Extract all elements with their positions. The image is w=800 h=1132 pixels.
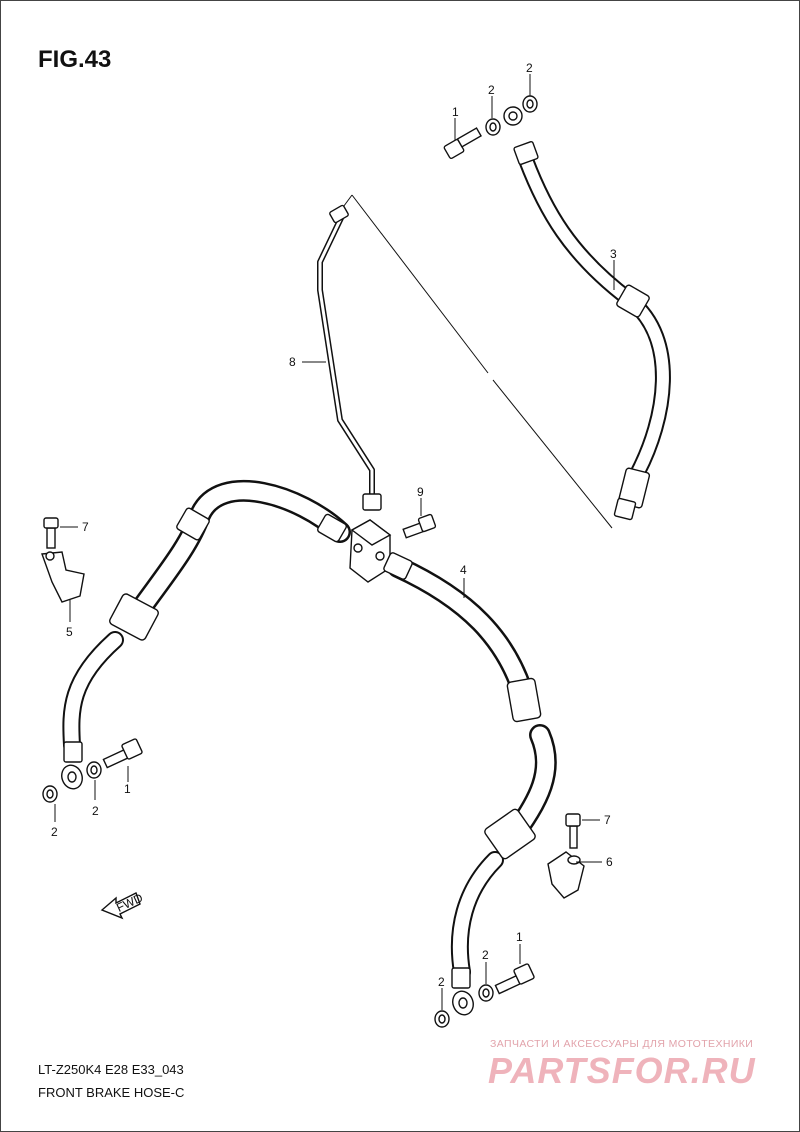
washer-top-b[interactable] [522,95,538,113]
callout-2-bottom-b: 2 [438,975,445,989]
clamp-bolt-7-right[interactable] [565,813,581,849]
washer-left-b[interactable] [42,785,58,803]
callout-1-bottom: 1 [516,930,523,944]
washer-left-a[interactable] [86,761,102,779]
callout-2-left-a: 2 [92,804,99,818]
callout-1-top: 1 [452,105,459,119]
callout-2-left-b: 2 [51,825,58,839]
joint-bolt-9[interactable] [402,513,437,539]
banjo-bolt-bottom[interactable] [494,963,535,995]
forward-arrow-icon: FWD [100,890,145,920]
callout-8: 8 [289,355,296,369]
watermark-logo: PARTSFOR.RU [488,1050,756,1091]
brake-hose-left[interactable] [58,479,351,792]
figure-title: FIG.43 [38,46,112,73]
callout-6: 6 [606,855,613,869]
banjo-bolt-left[interactable] [102,738,143,769]
clamp-bolt-7-left[interactable] [43,517,59,549]
brake-joint-block[interactable] [349,519,392,583]
callout-7-left: 7 [82,520,89,534]
brake-hose-3[interactable] [503,106,671,521]
callout-2-top-a: 2 [488,83,495,97]
callout-9: 9 [417,485,424,499]
callout-4: 4 [460,563,467,577]
hose-clamp-5[interactable] [41,551,85,603]
callout-2-top-b: 2 [526,61,533,75]
washer-bottom-a[interactable] [478,984,494,1002]
washer-top-a[interactable] [485,118,501,136]
fwd-label: FWD [114,890,145,914]
callout-7-right: 7 [604,813,611,827]
callout-5: 5 [66,625,73,639]
banjo-bolt-top[interactable] [443,127,482,160]
diagram-caption: FRONT BRAKE HOSE-C [38,1085,185,1100]
brake-hose-4[interactable] [383,552,557,1018]
callout-1-left: 1 [124,782,131,796]
brake-pipe-8[interactable] [317,204,382,511]
callout-3: 3 [610,247,617,261]
watermark-tagline: ЗАПЧАСТИ И АКСЕССУАРЫ ДЛЯ МОТОТЕХНИКИ [490,1038,754,1050]
washer-bottom-b[interactable] [434,1010,450,1028]
callout-numbers: 1 2 2 3 8 9 4 7 5 1 2 2 7 6 1 2 2 [51,61,617,989]
hose-clamp-6[interactable] [547,851,585,899]
model-code: LT-Z250K4 E28 E33_043 [38,1062,184,1077]
leader-lines [54,74,615,1010]
callout-2-bottom-a: 2 [482,948,489,962]
